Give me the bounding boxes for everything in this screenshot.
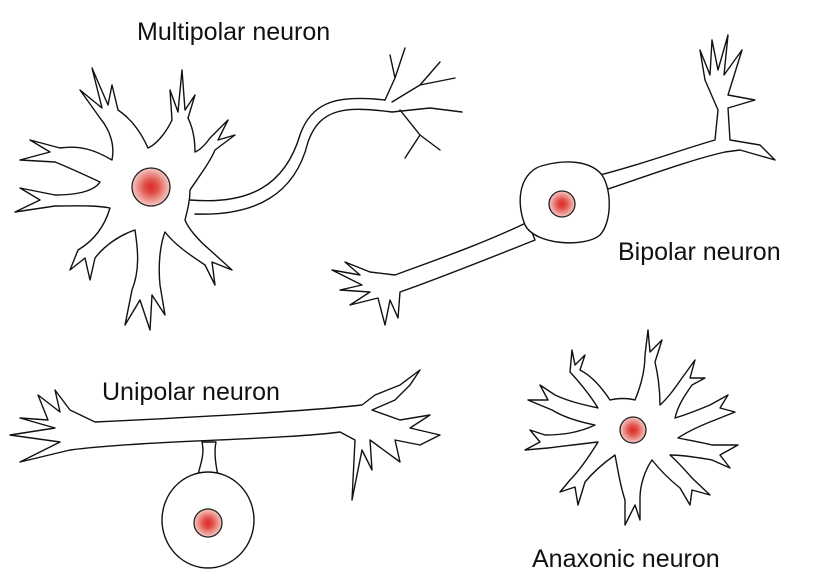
unipolar-neuron: Unipolar neuron — [9, 369, 441, 569]
multipolar-axon-terminal — [384, 47, 463, 159]
multipolar-neuron: Multipolar neuron — [14, 18, 463, 331]
unipolar-label: Unipolar neuron — [102, 378, 280, 406]
unipolar-nucleus — [193, 508, 223, 538]
bipolar-upper-process — [599, 34, 776, 191]
unipolar-stem — [197, 441, 219, 476]
bipolar-nucleus — [548, 190, 576, 218]
anaxonic-label: Anaxonic neuron — [532, 545, 720, 573]
anaxonic-nucleus — [619, 416, 647, 444]
multipolar-label: Multipolar neuron — [137, 18, 330, 46]
multipolar-soma — [14, 67, 236, 331]
multipolar-nucleus — [131, 167, 171, 207]
unipolar-process — [9, 369, 441, 501]
multipolar-axon — [189, 97, 393, 215]
anaxonic-neuron: Anaxonic neuron — [524, 329, 739, 573]
bipolar-lower-process — [331, 221, 536, 326]
bipolar-neuron: Bipolar neuron — [331, 34, 781, 326]
bipolar-label: Bipolar neuron — [618, 238, 781, 266]
